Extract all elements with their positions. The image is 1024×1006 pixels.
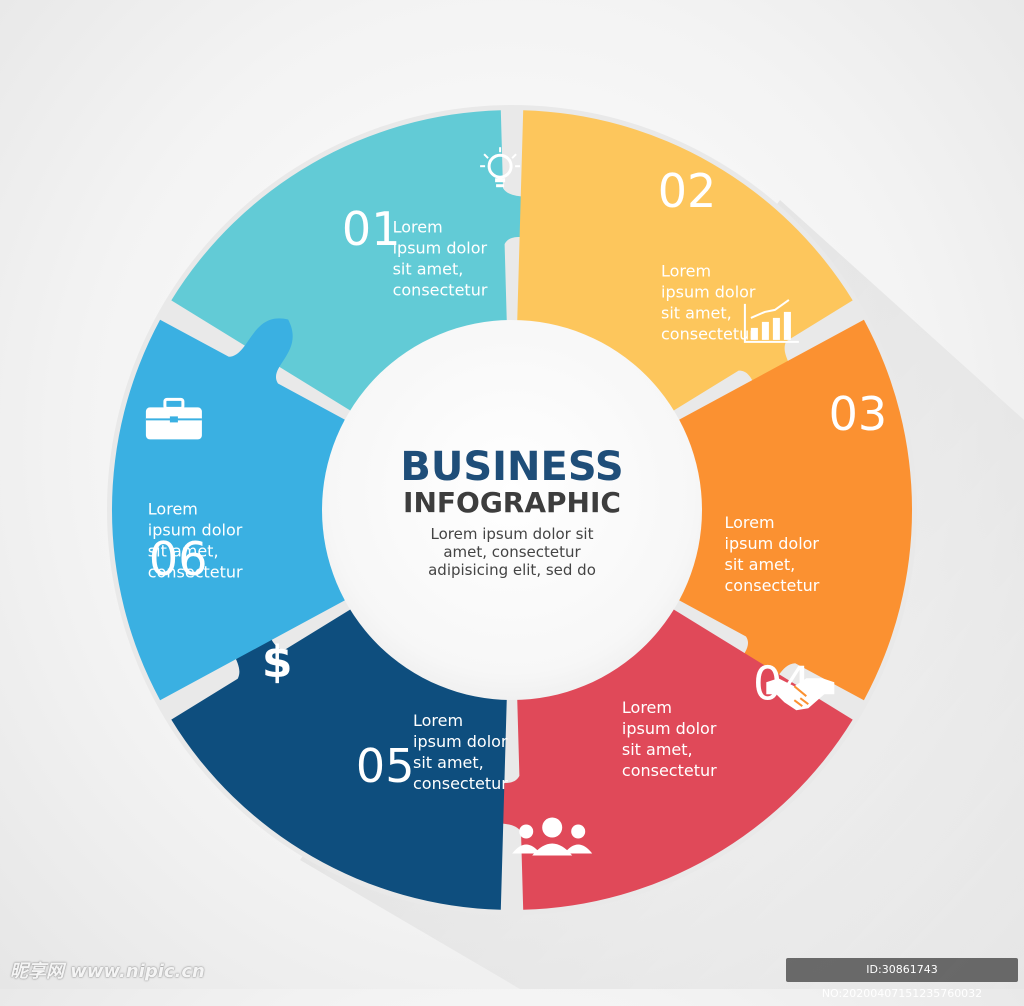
segment-text-line: ipsum dolor (148, 520, 243, 539)
segment-number: 02 (658, 164, 717, 218)
segment-text-line: Lorem (725, 513, 775, 532)
handshake-icon (766, 678, 835, 711)
segment-number: 03 (829, 387, 888, 441)
people-icon (512, 817, 593, 856)
segment-text-line: ipsum dolor (661, 283, 756, 302)
svg-text:$: $ (262, 637, 293, 688)
segment-text-line: Lorem (661, 262, 711, 281)
segment-text-line: consectetur (622, 761, 717, 780)
segment-text-line: consectetur (661, 325, 756, 344)
bar-chart-icon (743, 299, 799, 343)
center-circle (322, 320, 702, 700)
watermark-id: ID:30861743 NO:20200407151235760032 (786, 958, 1018, 1000)
segment-03 (677, 319, 913, 702)
center-subtitle: INFOGRAPHIC (403, 486, 621, 519)
center-desc-line: amet, consectetur (443, 543, 581, 561)
segment-text-line: Lorem (393, 218, 443, 237)
segment-text-line: consectetur (413, 774, 508, 793)
segment-number: 05 (356, 739, 415, 793)
segment-text-line: sit amet, (393, 260, 464, 279)
segment-text-line: consectetur (725, 576, 820, 595)
segment-icons: $ (145, 147, 835, 856)
briefcase-icon (145, 397, 202, 440)
center-title: BUSINESS (400, 444, 623, 490)
segment-05 (171, 608, 507, 910)
dollar-icon: $ (262, 637, 293, 688)
segment-number: 06 (149, 532, 208, 586)
center-desc-line: adipisicing elit, sed do (428, 561, 596, 579)
segment-text-line: sit amet, (661, 304, 732, 323)
segment-text-line: sit amet, (148, 541, 219, 560)
segment-text-line: sit amet, (622, 740, 693, 759)
segment-text-line: ipsum dolor (393, 239, 488, 258)
segment-text-line: sit amet, (413, 753, 484, 772)
segment-text-line: sit amet, (725, 555, 796, 574)
segment-text-line: Lorem (148, 499, 198, 518)
segment-text-line: consectetur (148, 562, 243, 581)
watermark-left: 昵享网 www.nipic.cn (10, 961, 205, 982)
segment-number: 01 (342, 202, 401, 256)
lightbulb-icon (480, 147, 521, 188)
segment-text-line: ipsum dolor (725, 534, 820, 553)
segment-text-line: Lorem (413, 711, 463, 730)
segment-text-line: consectetur (393, 281, 488, 300)
segment-text-line: ipsum dolor (413, 732, 508, 751)
center-desc-line: Lorem ipsum dolor sit (431, 525, 594, 543)
segment-text-line: ipsum dolor (622, 719, 717, 738)
segment-text-line: Lorem (622, 698, 672, 717)
